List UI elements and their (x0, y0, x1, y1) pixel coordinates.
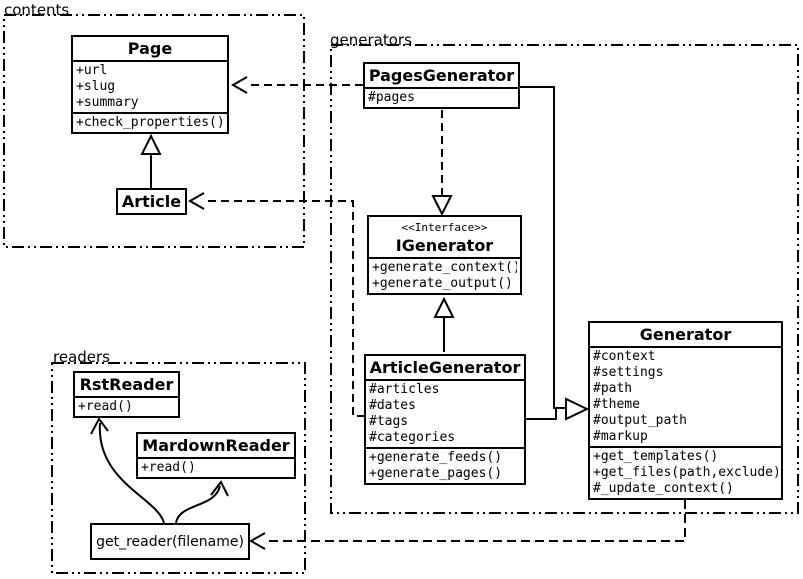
class-pagesgenerator-name: PagesGenerator (368, 66, 515, 85)
class-mardownreader-methods: +read() (138, 457, 294, 477)
generalization-article-page (140, 133, 162, 188)
class-page: Page +url +slug +summary +check_properti… (71, 35, 229, 134)
class-page-attributes: +url +slug +summary (73, 60, 227, 112)
class-generator-name: Generator (639, 325, 732, 344)
generalization-generators-generator (519, 86, 590, 421)
function-box-get-reader-label: get_reader(filename) (96, 533, 244, 550)
arrow-getreader-mardownreader (175, 480, 229, 524)
class-articlegenerator: ArticleGenerator #articles #dates #tags … (364, 354, 526, 485)
class-articlegenerator-name: ArticleGenerator (369, 358, 521, 377)
class-article: Article (116, 188, 187, 215)
class-articlegenerator-methods: +generate_feeds() +generate_pages() (366, 447, 524, 483)
class-articlegenerator-attributes: #articles #dates #tags #categories (366, 379, 524, 447)
package-readers-border (51, 362, 306, 574)
class-igenerator-methods: +generate_context() +generate_output() (369, 257, 520, 293)
generalization-articlegenerator-igenerator (433, 296, 455, 352)
class-page-name: Page (127, 39, 173, 58)
class-mardownreader-name: MardownReader (142, 436, 290, 455)
class-rstreader-methods: +read() (75, 396, 178, 416)
package-generators-border (330, 44, 799, 514)
class-generator: Generator #context #settings #path #them… (588, 321, 783, 500)
class-rstreader: RstReader +read() (73, 371, 180, 418)
class-igenerator: <<Interface>> IGenerator +generate_conte… (367, 215, 522, 295)
class-pagesgenerator: PagesGenerator #pages (363, 62, 520, 109)
class-generator-attributes: #context #settings #path #theme #output_… (590, 346, 781, 446)
class-generator-methods: +get_templates() +get_files(path,exclude… (590, 446, 781, 498)
class-page-methods: +check_properties() (73, 112, 227, 132)
function-box-get-reader: get_reader(filename) (90, 523, 250, 560)
realization-pagesgenerator-igenerator (431, 110, 453, 217)
dependency-articlegenerator-article (187, 192, 365, 417)
class-article-name: Article (121, 192, 182, 211)
class-pagesgenerator-attributes: #pages (365, 87, 518, 107)
arrow-getreader-rstreader (90, 417, 165, 524)
class-igenerator-stereotype: <<Interface>> (401, 221, 488, 234)
class-mardownreader: MardownReader +read() (136, 432, 296, 479)
dependency-pagesgenerator-page (230, 76, 363, 94)
class-igenerator-name: IGenerator (395, 236, 494, 255)
package-contents-border (3, 14, 305, 248)
class-rstreader-name: RstReader (79, 375, 174, 394)
dependency-generator-getreader (248, 500, 686, 550)
